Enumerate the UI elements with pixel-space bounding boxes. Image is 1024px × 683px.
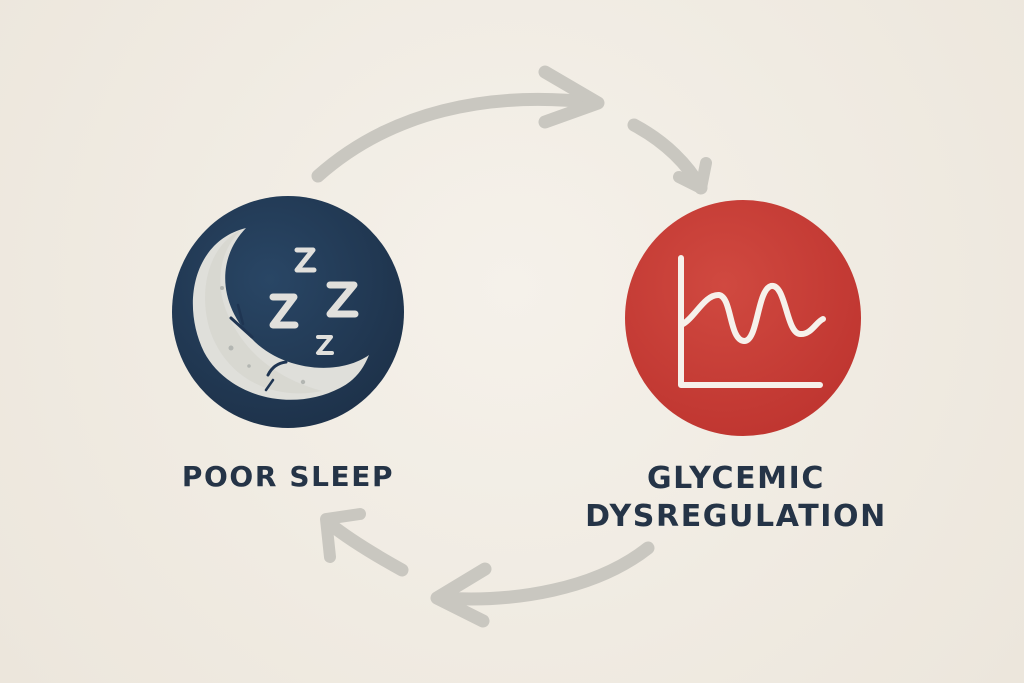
glycemic-dysregulation-label: GLYCEMIC DYSREGULATION [566,460,906,536]
top-arrow [311,65,712,195]
glycemic-dysregulation-node [625,200,861,436]
glycemic-label-line-2: DYSREGULATION [585,499,887,534]
moon-zzz-icon [192,228,369,400]
poor-sleep-label: POOR SLEEP [181,460,395,493]
glucose-chart-icon [678,255,826,388]
glycemic-label-line-1: GLYCEMIC [646,461,826,496]
poor-sleep-node [172,196,404,428]
bottom-arrow [320,508,655,628]
